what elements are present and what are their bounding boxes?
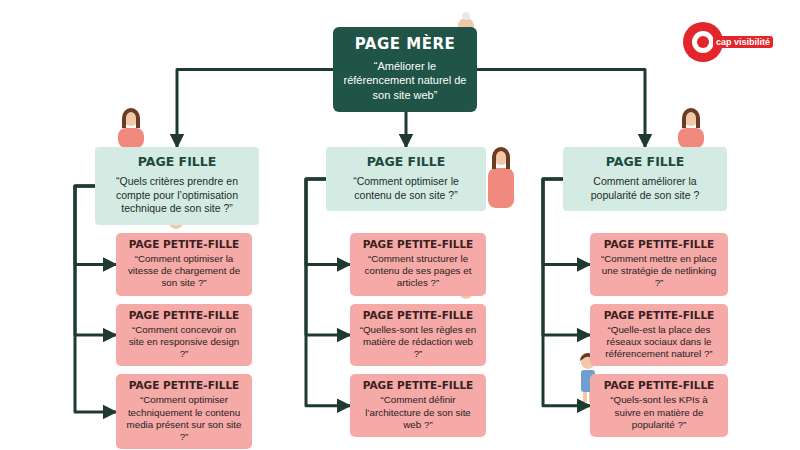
tree-connector [177, 69, 333, 147]
grandchild-page-box: PAGE PETITE-FILLE “Comment mettre en plac… [590, 233, 728, 296]
box-heading: PAGE FILLE [573, 154, 717, 169]
grandchild-page-box: PAGE PETITE-FILLE “Comment définir l’arch… [350, 374, 486, 437]
box-question: Comment améliorer la popularité de son s… [573, 175, 717, 202]
box-question: “Comment définir l’architecture de son s… [358, 394, 478, 431]
woman-figure [488, 147, 514, 208]
box-heading: PAGE FILLE [105, 154, 249, 169]
box-question: “Quelle-est la place des réseaux sociaux… [598, 324, 720, 361]
box-question: “Comment optimiser la vitesse de chargem… [124, 253, 244, 290]
box-question: “Comment concevoir on site en responsive… [124, 324, 244, 361]
grandchild-page-box: PAGE PETITE-FILLE “Comment concevoir on s… [116, 304, 252, 367]
box-heading: PAGE PETITE-FILLE [358, 238, 478, 250]
logo-ring [692, 31, 714, 53]
woman-figure [678, 108, 704, 148]
box-question: “Quels critères prendre en compte pour l… [105, 175, 249, 216]
box-heading: PAGE PETITE-FILLE [598, 309, 720, 321]
box-question: “Comment mettre en place une stratégie d… [598, 253, 720, 290]
grandchild-page-box: PAGE PETITE-FILLE “Comment optimiser tech… [116, 374, 252, 449]
child-page-box: PAGE FILLE Comment améliorer la popularit… [563, 147, 727, 211]
box-heading: PAGE FILLE [336, 154, 476, 169]
box-question: “Comment optimiser techniquement le cont… [124, 394, 244, 443]
grandchild-page-box: PAGE PETITE-FILLE “Quelles-sont les règle… [350, 304, 486, 367]
grandchild-page-box: PAGE PETITE-FILLE “Quelle-est la place de… [590, 304, 728, 367]
tree-connector [405, 112, 408, 147]
box-heading: PAGE PETITE-FILLE [124, 309, 244, 321]
child-page-box: PAGE FILLE “Comment optimiser le contenu … [326, 147, 486, 211]
box-question: “Améliorer le référencement naturel de s… [341, 59, 469, 102]
logo-core [697, 36, 709, 48]
box-heading: PAGE PETITE-FILLE [124, 238, 244, 250]
child-page-box: PAGE FILLE “Quels critères prendre en com… [95, 147, 259, 225]
grandchild-page-box: PAGE PETITE-FILLE “Comment structurer le … [350, 233, 486, 296]
tree-connector [543, 179, 590, 406]
grandchild-page-box: PAGE PETITE-FILLE “Comment optimiser la v… [116, 233, 252, 296]
box-question: “Comment optimiser le contenu de son sit… [336, 175, 476, 202]
box-heading: PAGE MÈRE [341, 35, 469, 53]
box-heading: PAGE PETITE-FILLE [124, 379, 244, 391]
box-question: “Quelles-sont les règles en matière de r… [358, 324, 478, 361]
parent-page-box: PAGE MÈRE “Améliorer le référencement nat… [333, 27, 477, 112]
box-question: “Quels-sont les KPIs à suivre en matière… [598, 394, 720, 431]
tree-connector [477, 69, 645, 147]
box-heading: PAGE PETITE-FILLE [358, 379, 478, 391]
grandchild-page-box: PAGE PETITE-FILLE “Quels-sont les KPIs à … [590, 374, 728, 437]
box-heading: PAGE PETITE-FILLE [358, 309, 478, 321]
box-question: “Comment structurer le contenu de ses pa… [358, 253, 478, 290]
box-heading: PAGE PETITE-FILLE [598, 379, 720, 391]
tree-connector [306, 179, 350, 406]
woman-figure [118, 108, 144, 148]
logo-text: cap visibilité [713, 36, 773, 48]
box-heading: PAGE PETITE-FILLE [598, 238, 720, 250]
